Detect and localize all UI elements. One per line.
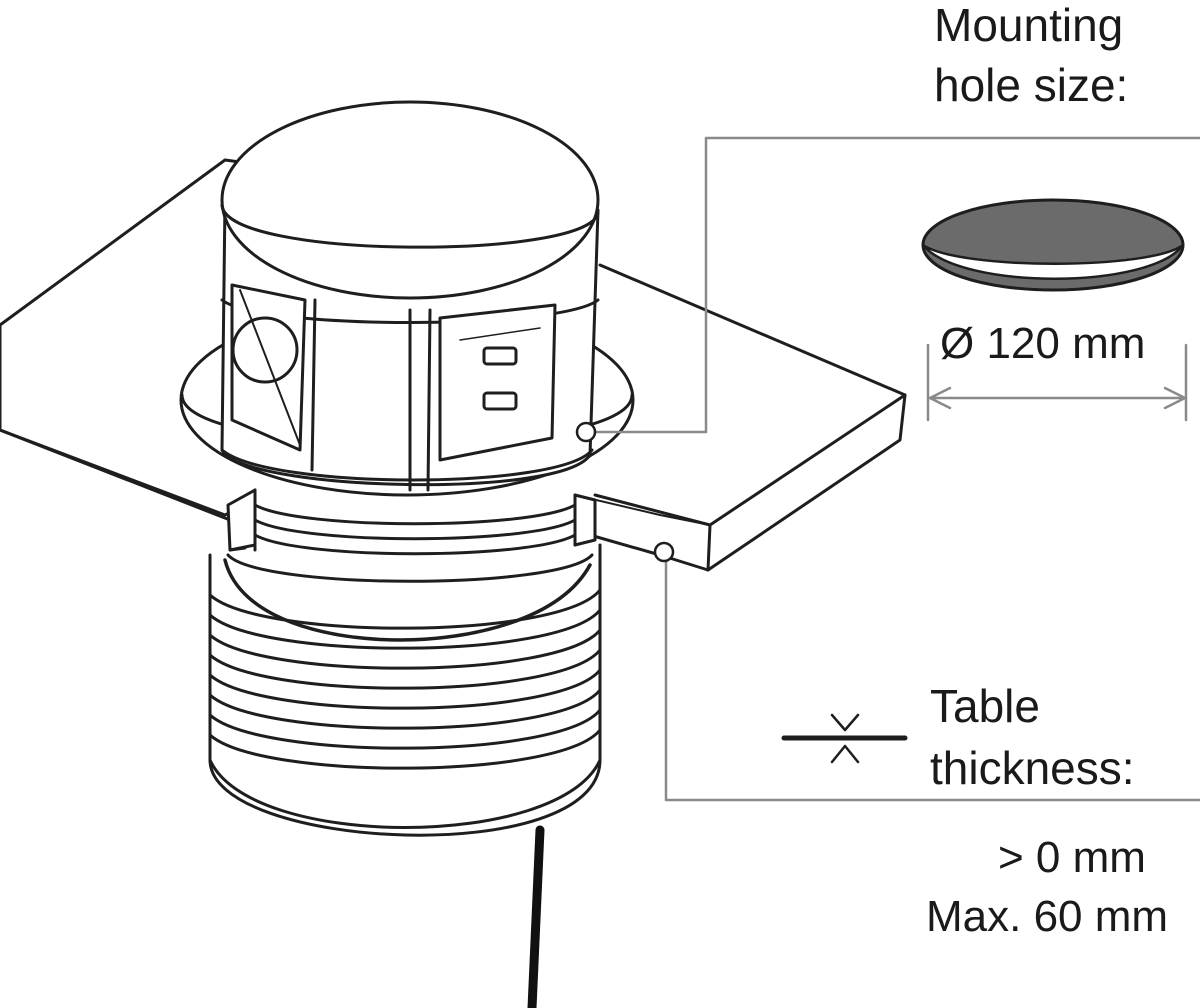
thickness-leader-line <box>664 550 1200 802</box>
lower-threaded-body <box>208 543 602 837</box>
mounting-title-line1: Mounting <box>934 0 1124 51</box>
upper-threaded-section <box>253 488 577 556</box>
power-cable <box>527 825 545 1008</box>
thickness-title-line2: thickness: <box>930 742 1135 794</box>
thickness-title-line1: Table <box>930 680 1040 732</box>
mounting-diameter-value: Ø 120 mm <box>940 319 1146 368</box>
thickness-marker-dot <box>653 541 675 563</box>
thickness-max-value: Max. 60 mm <box>926 892 1169 941</box>
table-top <box>0 158 907 572</box>
mounting-hole-icon <box>921 198 1185 292</box>
thickness-min-value: > 0 mm <box>998 833 1146 882</box>
hole-marker-dot <box>575 421 597 443</box>
thickness-icon <box>781 713 908 764</box>
diameter-dimension-line <box>926 343 1188 422</box>
socket-tower <box>220 100 600 492</box>
hole-leader-line <box>586 136 1200 434</box>
mounting-title-line2: hole size: <box>934 59 1129 111</box>
